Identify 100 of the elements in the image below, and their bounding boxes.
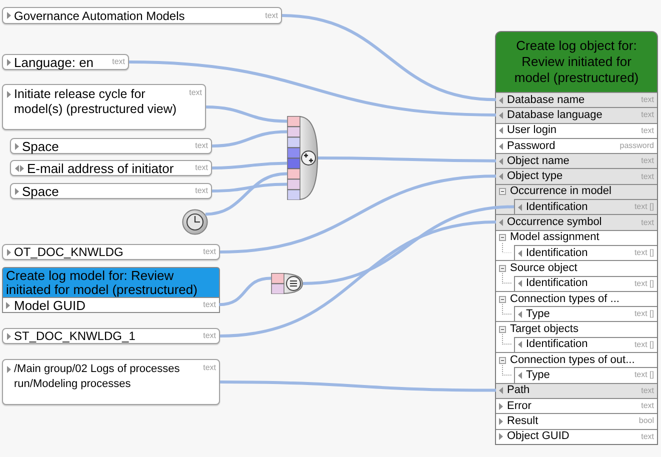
type-tag: text: [638, 157, 654, 166]
type-tag: text: [203, 247, 216, 257]
value-box: [2, 328, 220, 344]
value-box: [10, 138, 212, 154]
field-label: Model GUID: [14, 298, 86, 312]
value-box: [10, 160, 212, 176]
field-label: Object type: [507, 171, 563, 182]
type-tag: text: [265, 10, 278, 20]
field-group: [496, 352, 657, 383]
connector: [318, 156, 496, 162]
field-label: Identification: [526, 278, 588, 290]
type-tag: text []: [631, 249, 654, 258]
value-text: ST_DOC_KNWLDG_1: [14, 330, 136, 342]
type-tag: text: [195, 186, 208, 196]
connector: [128, 60, 496, 116]
type-tag: text: [195, 141, 208, 151]
field-row: [496, 138, 657, 154]
type-tag: text: [189, 88, 202, 98]
operator-symbol: [271, 273, 303, 294]
connector: [220, 380, 496, 392]
field-row: [496, 122, 657, 138]
field-group: [496, 230, 657, 260]
field-label: Type: [526, 370, 550, 381]
field-row: [496, 382, 657, 398]
field-row: [496, 153, 657, 168]
field-group: [496, 260, 657, 291]
type-tag: password: [616, 142, 654, 150]
type-tag: text: [195, 163, 208, 173]
field-label: Error: [507, 400, 532, 412]
type-tag: text: [112, 57, 125, 67]
field-label: Identification: [526, 339, 588, 350]
field-row: [514, 276, 657, 291]
field-row: [514, 306, 657, 322]
panel-title: Create log object for: Review initiated for model (prestructured): [513, 38, 640, 86]
type-tag: text: [203, 331, 216, 341]
field-row: [514, 199, 657, 214]
value-text: Initiate release cycle for model(s) (prestructured view): [14, 87, 178, 117]
type-tag: text: [638, 111, 654, 120]
value-box: [2, 84, 206, 130]
type-tag: text: [638, 402, 654, 410]
type-tag: text []: [631, 340, 654, 349]
type-tag: text: [200, 301, 216, 310]
value-box: [2, 54, 129, 70]
field-label: Type: [526, 308, 550, 320]
field-label: Occurrence in model: [510, 186, 612, 198]
connector: [205, 172, 288, 216]
type-tag: text: [638, 172, 654, 181]
field-row: [514, 336, 657, 352]
field-label: Database name: [507, 94, 585, 106]
data-panel: [2, 267, 220, 314]
value-text: Space: [22, 184, 59, 198]
field-row: [496, 107, 657, 123]
field-label: Result: [507, 416, 538, 427]
field-row: [496, 214, 657, 230]
type-tag: text []: [631, 371, 654, 380]
field-label: Path: [507, 385, 530, 396]
connector: [212, 130, 288, 148]
field-label: Password: [507, 140, 556, 152]
connector: [220, 220, 496, 338]
type-tag: text: [638, 218, 654, 227]
field-label: Connection types of out...: [510, 354, 635, 366]
type-tag: text []: [631, 280, 654, 288]
panel-title: Create log model for: Review initiated for model (prestructured): [6, 269, 198, 297]
connector: [220, 174, 496, 254]
connector: [212, 162, 288, 170]
field-row: [514, 244, 657, 260]
field-label: User login: [507, 125, 557, 136]
connector: [282, 14, 496, 102]
type-tag: text: [638, 386, 654, 395]
connector: [206, 106, 288, 123]
value-text: Governance Automation Models: [14, 10, 185, 22]
field-row: [496, 413, 657, 429]
value-text: OT_DOC_KNWLDG: [14, 246, 124, 258]
field-label: Object GUID: [507, 431, 570, 442]
field-label: Identification: [526, 202, 588, 213]
field-row: [514, 367, 657, 383]
field-label: Database language: [507, 110, 602, 121]
type-tag: text: [203, 363, 216, 373]
field-row: [496, 92, 657, 108]
value-box: [10, 183, 212, 199]
type-tag: text: [638, 432, 654, 441]
clock-icon: [182, 209, 208, 235]
field-label: Target objects: [510, 324, 578, 336]
connector: [212, 182, 288, 192]
value-text: Space: [22, 140, 59, 152]
field-label: Occurrence symbol: [507, 217, 602, 228]
field-label: Object name: [507, 156, 570, 167]
value-text: /Main group/02 Logs of processes run/Modeling processes: [14, 362, 181, 392]
value-box: [2, 7, 282, 24]
field-label: Model assignment: [510, 232, 600, 244]
action-panel: [495, 31, 658, 445]
value-text: Language: en: [14, 56, 94, 68]
value-box: [2, 359, 220, 405]
value-text: E-mail address of initiator: [27, 162, 174, 174]
value-box: [2, 244, 220, 260]
type-tag: text []: [631, 310, 654, 318]
field-row: [3, 297, 219, 312]
field-row: [496, 398, 657, 414]
field-row: [496, 168, 657, 184]
type-tag: text: [638, 126, 654, 135]
